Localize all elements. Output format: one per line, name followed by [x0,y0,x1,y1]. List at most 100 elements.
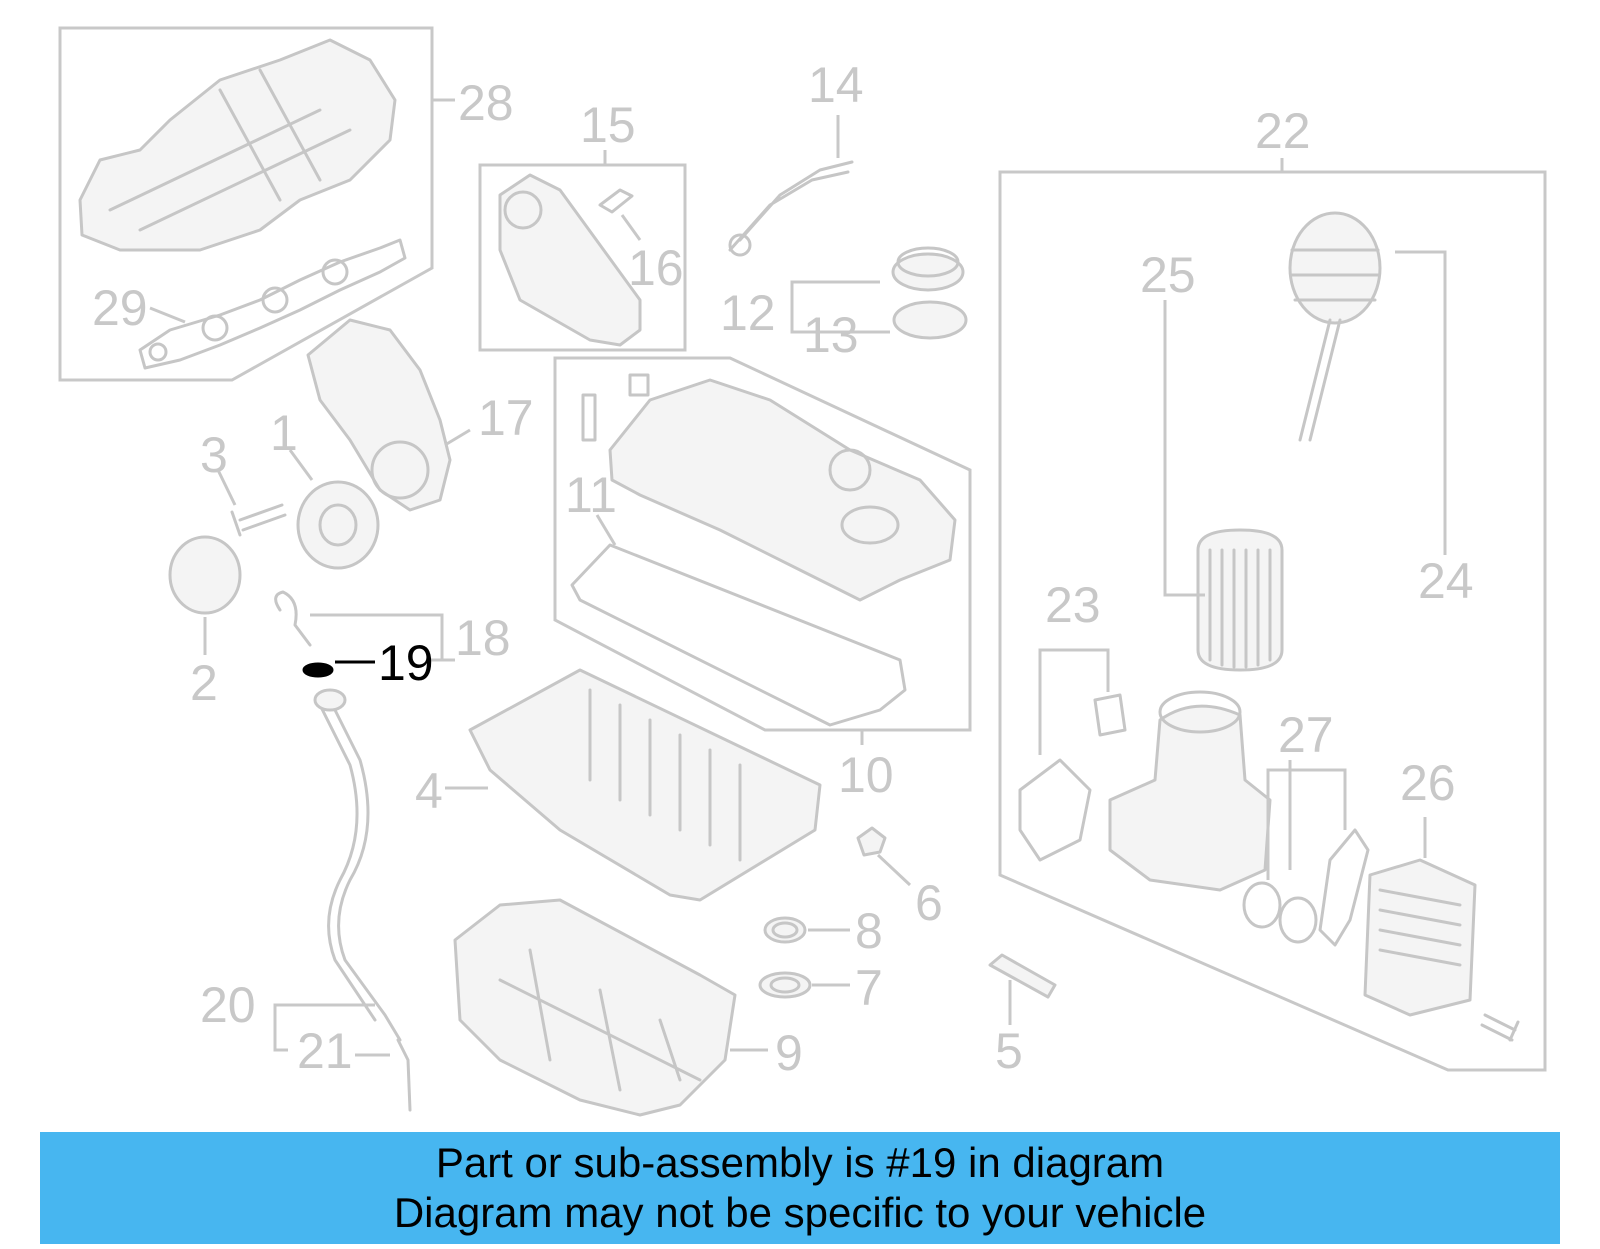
callout-21: 21 [297,1023,353,1079]
seal-27c [1318,828,1370,947]
drain-plug-group [856,826,912,887]
leader-18 [310,613,455,662]
box-intake-manifold [58,26,434,382]
timing-cover-upper [498,173,642,347]
seal-7-inner [769,976,801,994]
gasket-port-b [201,314,229,342]
leader-20-21 [273,1003,390,1057]
front-timing-cover [306,318,452,512]
box-timing-cover [478,163,687,352]
oil-pan-lower-group [453,898,768,1117]
leader-3 [216,469,237,506]
callout-20: 20 [200,977,256,1033]
callout-23: 23 [1045,577,1101,633]
oil-pan-upper [468,668,822,902]
crank-pulley [296,480,380,570]
dipstick-group [273,590,455,1112]
callout-18: 18 [455,610,511,666]
filler-cap [891,252,965,292]
sealing-plug [168,535,242,615]
manifold-gasket [138,238,407,370]
callout-28: 28 [458,75,514,131]
box-oil-filter [998,170,1547,1072]
bolt-3 [230,503,287,537]
o-ring-27b [1278,896,1318,944]
cover-port [828,448,872,492]
callout-2: 2 [190,655,218,711]
oil-pan-lower [453,898,737,1117]
callout-8: 8 [855,903,883,959]
callout-13: 13 [803,307,859,363]
filter-pleats [1208,548,1272,669]
filter-cap [1288,211,1382,325]
housing-bore [1158,690,1242,734]
callout-10: 10 [838,747,894,803]
box-valve-cover [553,356,972,732]
callout-14: 14 [808,57,864,113]
seals-group [758,916,850,999]
valve-cover [608,378,957,602]
callout-16: 16 [628,240,684,296]
manifold-runners [108,68,352,232]
callout-5: 5 [995,1023,1023,1079]
banner-line-part: Part or sub-assembly is #19 in diagram [435,1139,1165,1186]
filter-housing [1108,704,1272,892]
callout-26: 26 [1400,755,1456,811]
seal-8 [763,916,807,944]
banner-line-disclaimer: Diagram may not be specific to your vehi… [393,1189,1207,1236]
o-ring-19 [302,662,334,678]
callout-22: 22 [1255,103,1311,159]
leader-1 [288,449,314,481]
bolt-11 [581,393,597,442]
leader-12-13 [790,280,890,334]
dipstick-handle [274,590,312,647]
housing-gasket [1018,758,1092,862]
dipstick-tube [328,698,402,1042]
sealant-group [988,953,1057,1025]
small-gasket [1093,693,1127,737]
dipstick-tube-edge [318,703,377,1022]
timing-cover-group [478,150,687,352]
cover-bore [503,190,543,230]
callout-4: 4 [415,763,443,819]
breather-hose-group [728,115,854,257]
gasket-port-d [321,258,349,286]
cooler-bolt [1480,1013,1520,1042]
clip-part [598,188,634,214]
callout-27: 27 [1278,707,1334,763]
breather-hose [728,160,854,252]
cover-port-2 [840,505,900,545]
oil-pan-ribs [588,688,742,862]
o-ring-27a [1242,881,1282,929]
filler-cap-top [896,246,960,278]
leader-6 [876,853,912,887]
callout-3: 3 [200,427,228,483]
filter-stem [1298,318,1342,442]
leader-23 [1038,648,1110,755]
leader-17 [444,428,471,447]
gasket-port-a [148,342,168,362]
callout-labels: 28 29 15 16 14 12 13 17 1 3 2 18 19 20 2… [92,57,1474,1081]
intake-manifold [78,38,397,252]
callout-25: 25 [1140,247,1196,303]
info-banner: Part or sub-assembly is #19 in diagram D… [40,1132,1560,1244]
leader-29 [149,306,186,324]
callout-9: 9 [775,1025,803,1081]
callout-24: 24 [1418,553,1474,609]
callout-1: 1 [270,405,298,461]
pulley-hub [318,503,358,547]
drain-plug [856,826,887,857]
pan-baffles [498,948,702,1092]
cooler-fins [1378,888,1462,967]
leader-27 [1266,760,1347,880]
valve-cover-group [553,356,972,745]
intake-manifold-group [58,26,455,382]
filler-cap-group [790,246,968,340]
callout-17: 17 [478,390,534,446]
cover-seal-ring [370,440,430,500]
plug-11 [628,373,650,397]
dipstick-end [396,1038,412,1112]
callout-7: 7 [855,960,883,1016]
front-cover-group [168,318,471,655]
